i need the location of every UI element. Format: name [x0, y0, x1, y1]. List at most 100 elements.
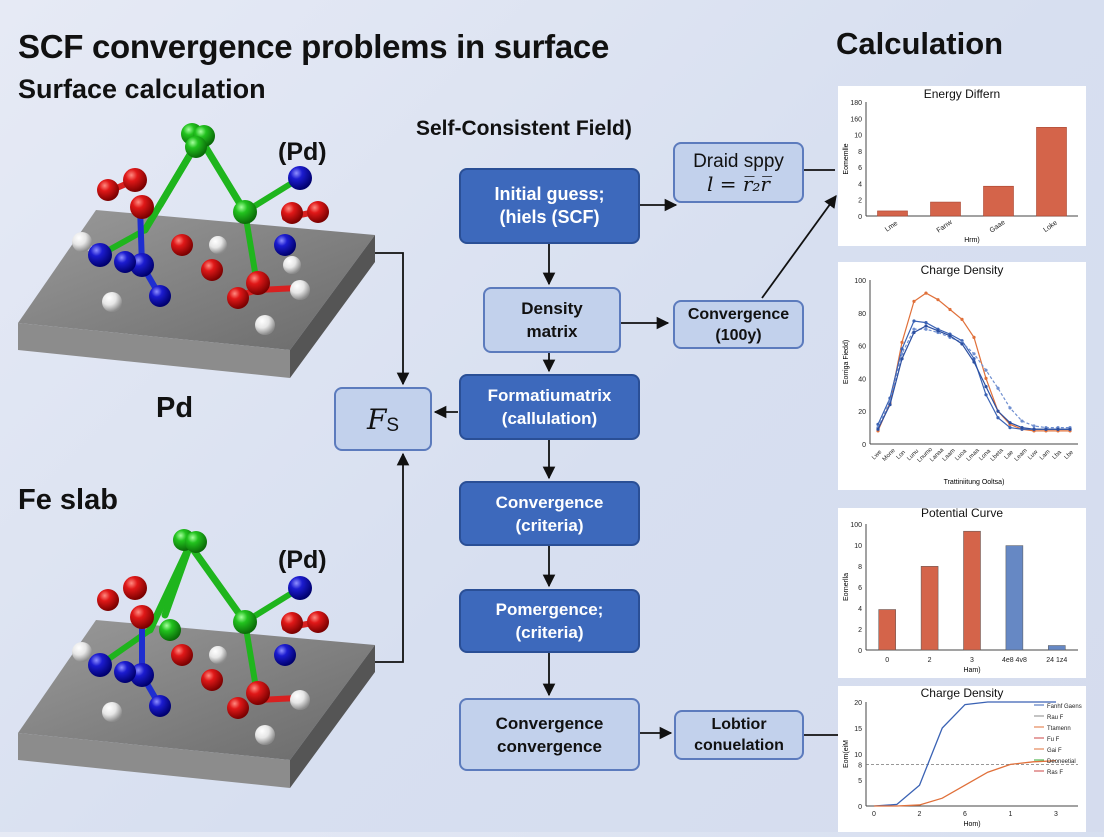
chart1-point	[912, 319, 916, 323]
chart0-bar	[983, 185, 1014, 217]
chart1-point	[912, 299, 916, 303]
formation-matrix-box[interactable]: Formatiumatrix (callulation)	[459, 374, 640, 440]
convergence-criteria-box[interactable]: Convergence (criteria)	[459, 481, 640, 546]
arrow-bottom-slab-to-fs	[375, 452, 410, 663]
chart1-point	[924, 324, 928, 328]
chart2-ytick: 0	[858, 648, 862, 655]
chart2-ytick: 2	[858, 627, 862, 634]
chart1-point	[948, 334, 952, 338]
chart0-bar	[930, 201, 961, 217]
pd-label-top: (Pd)	[278, 138, 327, 166]
chart1-xlabel: Trattiniitung Ooltsa)	[944, 479, 1005, 486]
chart1-point	[984, 385, 988, 389]
chart1-point	[900, 357, 904, 361]
chart1-xtick: Laam	[942, 448, 957, 463]
chart3-ytick: 0	[858, 804, 862, 811]
chart1-point	[1020, 419, 1024, 423]
chart2-bar	[878, 609, 896, 651]
density-matrix-box[interactable]: Density matrix	[483, 287, 621, 353]
chart3-ylabel: Eom(eiM	[843, 740, 850, 768]
draid-box[interactable]: Draid sppy l = r̅₂r̅	[673, 142, 804, 203]
scf-title: Self-Consistent Field)	[416, 117, 632, 140]
chart2-ytick: 8	[858, 564, 862, 571]
chart2-bar	[963, 530, 981, 651]
chart3-xlabel: Hom)	[963, 821, 980, 828]
convergence-final-box[interactable]: Convergence convergence	[459, 698, 640, 771]
draid-equation: l = r̅₂r̅	[706, 171, 770, 196]
chart0-xtick: Lme	[884, 220, 899, 234]
pd-label-mid: Pd	[156, 392, 194, 424]
chart2-bar	[1048, 645, 1066, 651]
chart1-point	[900, 347, 904, 351]
chart0-ytick: 4	[858, 181, 862, 188]
chart3-ytick: 20	[854, 700, 862, 707]
chart1-xtick: Lmaa	[966, 447, 981, 462]
chart3-legend-label: Deoneetial	[1047, 759, 1076, 765]
chart2-bar	[1005, 545, 1024, 651]
molecule-illustration	[18, 123, 375, 788]
draid-title: Draid sppy	[693, 150, 784, 172]
chart1-ytick: 40	[858, 376, 866, 383]
chart3-series-line	[874, 760, 1057, 807]
chart1-point	[984, 376, 988, 380]
chart1-point	[960, 342, 964, 346]
arrow-side-to-chart	[761, 194, 837, 299]
chart1-ytick: 0	[862, 442, 866, 449]
chart1-point	[1056, 427, 1060, 431]
convergence-side-box[interactable]: Convergence (100y)	[673, 300, 804, 349]
arrow-top-slab-to-fs	[375, 252, 410, 386]
chart3-legend-label: Ttamenn	[1047, 726, 1071, 732]
chart3-ytick: 10	[854, 752, 862, 759]
chart1-xtick: Lbeta	[990, 447, 1005, 462]
chart1-point	[1008, 426, 1012, 430]
chart3-legend-label: Fu F	[1047, 737, 1060, 743]
chart1-ylabel: Eorriga Fiedd)	[843, 340, 850, 384]
chart3-xtick: 0	[872, 811, 876, 818]
chart3-legend-label: Gai F	[1047, 748, 1062, 754]
chart1-ytick: 20	[858, 409, 866, 416]
chart1-point	[972, 357, 976, 361]
chart2-ytick: 4	[858, 606, 862, 613]
chart0-xtick: Gaae	[989, 219, 1007, 235]
chart1-point	[972, 360, 976, 364]
chart1-point	[972, 352, 976, 356]
chart2-xtick: 0	[885, 657, 889, 664]
chart0-xtick: Fanw	[936, 218, 955, 234]
chart3-ytick: 5	[858, 778, 862, 785]
chart3-xtick: 1	[1009, 811, 1013, 818]
chart3-xtick: 2	[918, 811, 922, 818]
fe-slab-label: Fe slab	[18, 484, 118, 516]
chart1-point	[912, 327, 916, 331]
lobtior-box[interactable]: Lobtior conuelation	[674, 710, 804, 760]
chart1-xtick: Leam	[1014, 448, 1029, 463]
chart1-point	[936, 298, 940, 302]
chart1-point	[1032, 424, 1036, 428]
chart0-xlabel: Hrm)	[964, 237, 980, 244]
chart3-legend-label: Rau F	[1047, 715, 1064, 721]
chart1-point	[984, 368, 988, 372]
chart1-ytick: 100	[854, 278, 866, 285]
chart2-ytick: 100	[850, 522, 862, 529]
initial-guess-box[interactable]: Initial guess; (hiels (SCF)	[459, 168, 640, 244]
chart0-ytick: 8	[858, 149, 862, 156]
chart0-ytick: 180	[850, 100, 862, 107]
chart1-point	[924, 327, 928, 331]
chart0-ytick: 2	[858, 198, 862, 205]
pomergence-criteria-box[interactable]: Pomergence; (criteria)	[459, 589, 640, 653]
chart2-xtick: 4e8 4v8	[1002, 657, 1027, 664]
chart1-point	[1008, 421, 1012, 425]
chart2-ytick: 6	[858, 585, 862, 592]
chart0-ytick: 10	[854, 133, 862, 140]
chart1-series-line	[877, 325, 1070, 430]
chart1-xtick: Lbe	[1064, 449, 1076, 461]
chart2-xtick: 3	[970, 657, 974, 664]
chart0-ytick: 0	[858, 214, 862, 221]
chart2-title: Potential Curve	[921, 508, 1003, 520]
fs-symbol: F	[366, 402, 387, 436]
chart0-ytick: 160	[850, 116, 862, 123]
chart1-point	[936, 329, 940, 333]
